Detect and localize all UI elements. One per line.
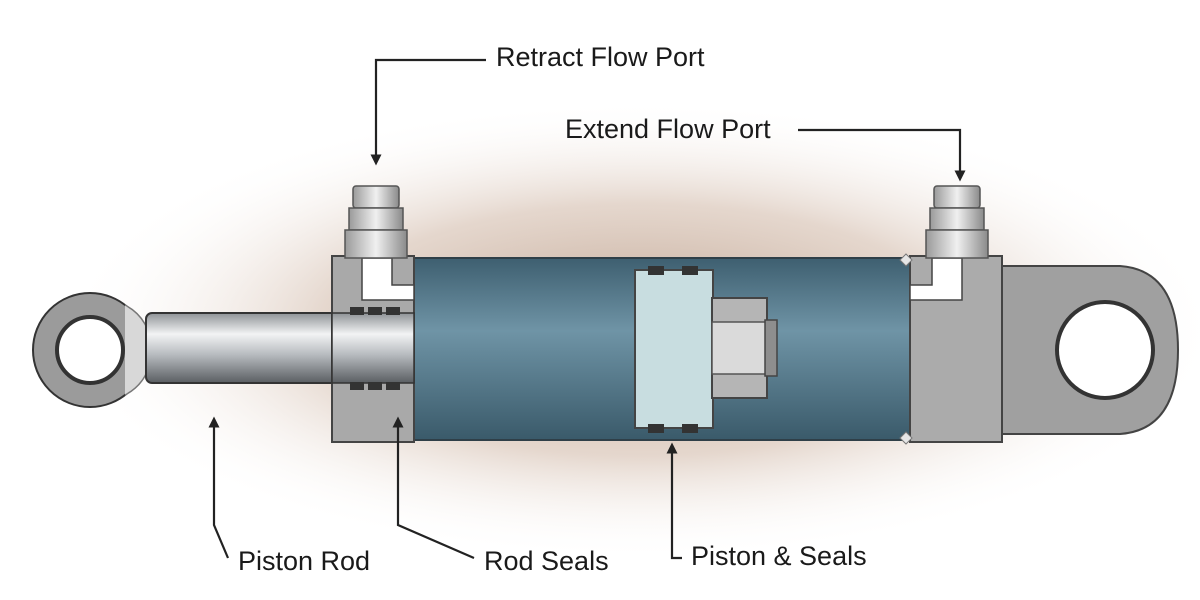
retract-flow-port-label: Retract Flow Port — [496, 42, 705, 72]
piston-rod-label: Piston Rod — [238, 546, 371, 576]
rod-end-cap — [331, 255, 415, 443]
rod-seals — [350, 307, 400, 390]
piston-nut — [711, 297, 778, 399]
piston-rod-leader — [208, 416, 230, 559]
rod-seals-leader — [392, 416, 475, 560]
rod-seals-label: Rod Seals — [484, 546, 609, 576]
piston — [634, 266, 714, 433]
cap-end-and-clevis — [899, 253, 1180, 445]
leader-lines — [208, 58, 966, 560]
piston-and-seals-label: Piston & Seals — [691, 541, 867, 571]
extend-flow-port-label: Extend Flow Port — [565, 114, 771, 144]
extend-port-fitting — [925, 185, 989, 259]
rod-end-eye — [32, 292, 153, 408]
piston-seals-leader — [666, 442, 682, 560]
retract-port-leader — [370, 58, 486, 166]
extend-port-leader — [798, 128, 966, 182]
retract-port-fitting — [344, 185, 408, 259]
